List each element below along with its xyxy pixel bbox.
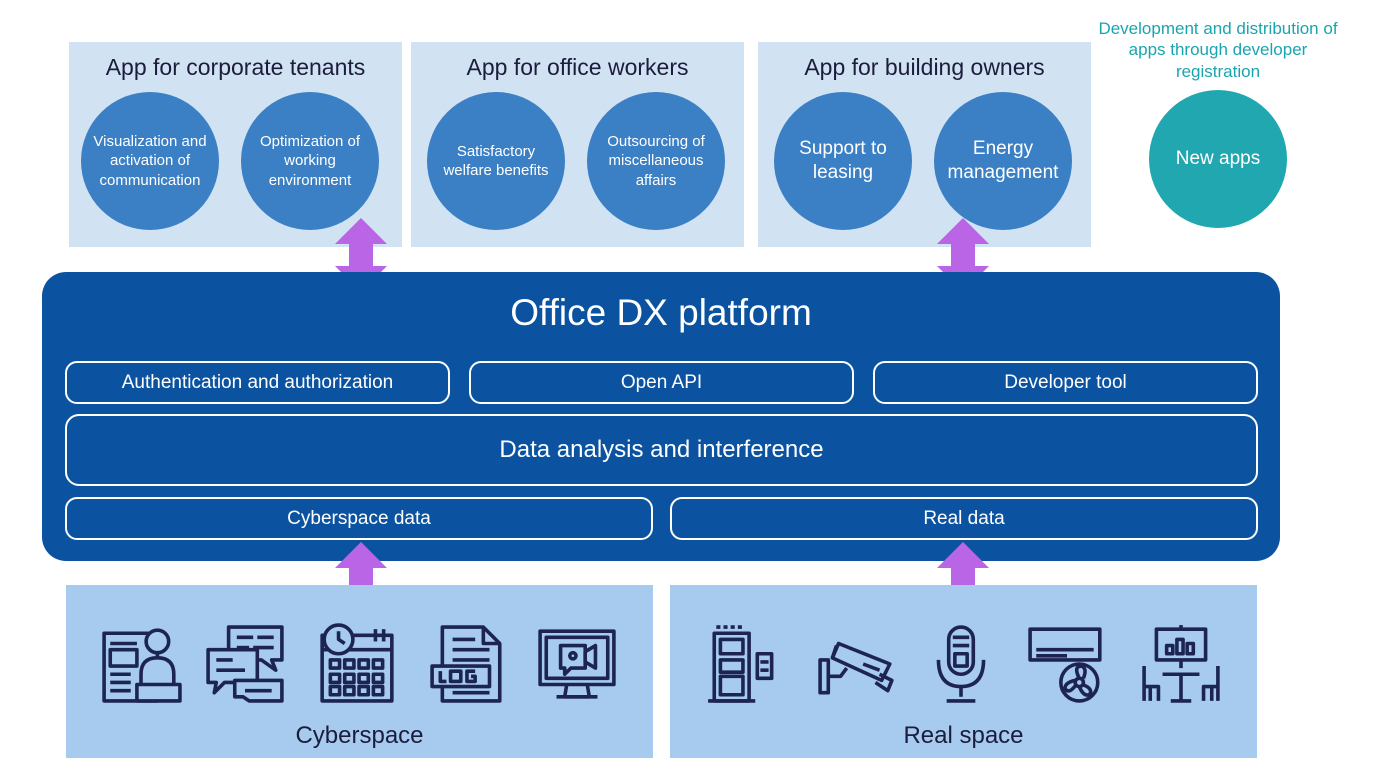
- app-panel-office-workers: App for office workers Satisfactory welf…: [411, 42, 744, 247]
- pill-open-api: Open API: [469, 361, 854, 404]
- real-space-label: Real space: [903, 722, 1024, 749]
- pill-authentication: Authentication and authorization: [65, 361, 450, 404]
- app-panel-corporate-tenants: App for corporate tenants Visualization …: [69, 42, 402, 247]
- circle-outsourcing-affairs: Outsourcing of miscellaneous affairs: [587, 92, 725, 230]
- air-conditioner-icon: [1026, 623, 1108, 705]
- log-file-icon: [428, 623, 510, 705]
- circle-optimization-working-environment: Optimization of working environment: [241, 92, 379, 230]
- pill-real-data: Real data: [670, 497, 1258, 540]
- microphone-icon: [920, 623, 1002, 705]
- circle-new-apps: New apps: [1149, 90, 1287, 228]
- circle-energy-management: Energy management: [934, 92, 1072, 230]
- app-title-office-workers: App for office workers: [466, 54, 689, 80]
- circle-welfare-benefits: Satisfactory welfare benefits: [427, 92, 565, 230]
- meeting-room-icon: [1140, 623, 1222, 705]
- chat-icon: [204, 623, 286, 705]
- pill-cyberspace-data: Cyberspace data: [65, 497, 653, 540]
- office-dx-platform: Office DX platform Authentication and au…: [42, 272, 1280, 561]
- cyberspace-label: Cyberspace: [295, 722, 424, 749]
- calendar-schedule-icon: [316, 623, 398, 705]
- pill-developer-tool: Developer tool: [873, 361, 1258, 404]
- video-monitor-icon: [536, 623, 618, 705]
- real-space-panel: Real space: [670, 585, 1257, 758]
- circle-support-leasing: Support to leasing: [774, 92, 912, 230]
- app-panel-building-owners: App for building owners Support to leasi…: [758, 42, 1091, 247]
- platform-title: Office DX platform: [510, 292, 812, 333]
- circle-visualization-communication: Visualization and activation of communic…: [81, 92, 219, 230]
- app-title-building-owners: App for building owners: [804, 54, 1045, 80]
- door-access-icon: [704, 623, 786, 705]
- online-meeting-icon: [100, 623, 182, 705]
- app-title-corporate-tenants: App for corporate tenants: [105, 54, 366, 80]
- cyberspace-panel: Cyberspace: [66, 585, 653, 758]
- pill-data-analysis: Data analysis and interference: [65, 414, 1258, 486]
- developer-registration-note: Development and distribution of apps thr…: [1098, 19, 1338, 81]
- security-camera-icon: [816, 623, 898, 705]
